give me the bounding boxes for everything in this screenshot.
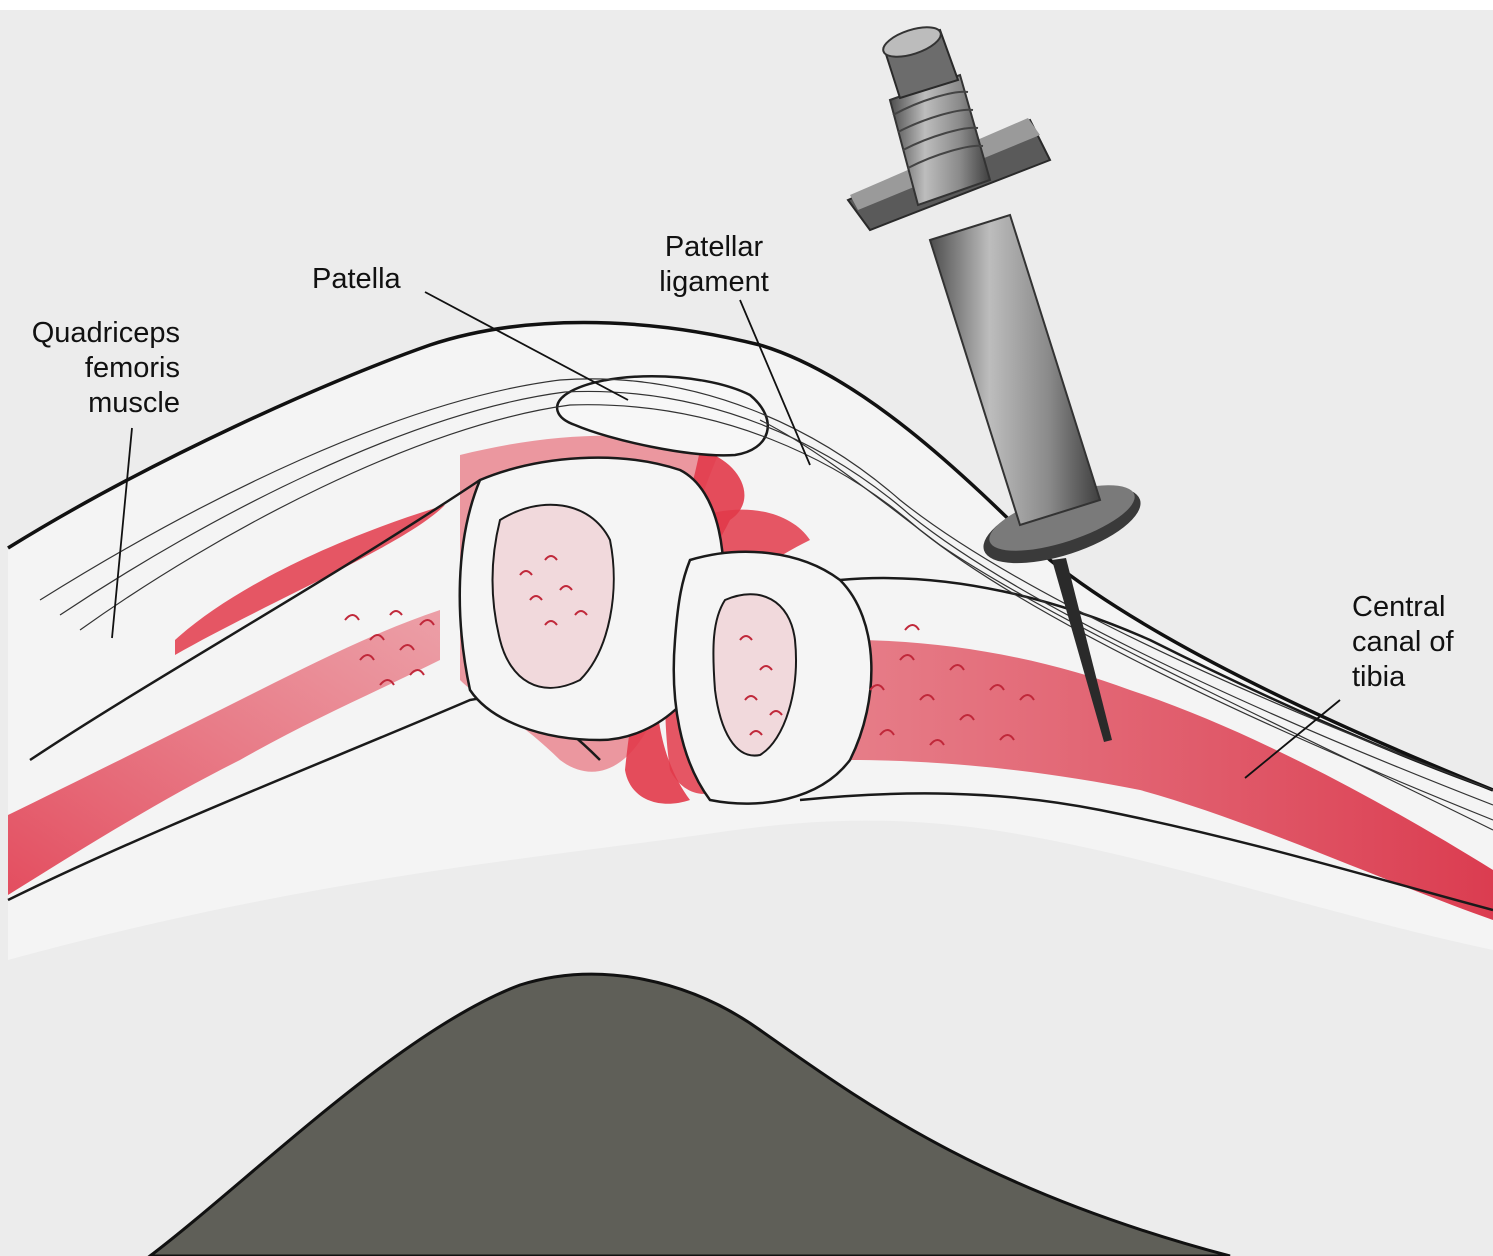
page-edge [0,0,1493,10]
label-quadriceps-line-2: femoris [18,351,180,386]
condyle-inner-marrow [493,505,614,688]
label-quadriceps-femoris-muscle: Quadriceps femoris muscle [18,316,180,421]
label-central-canal-line-3: tibia [1352,660,1454,695]
label-patella: Patella [312,262,401,297]
label-patella-text: Patella [312,262,401,297]
label-patellar-ligament-line-1: Patellar [652,230,776,265]
label-patellar-ligament-line-2: ligament [652,265,776,300]
label-central-canal-of-tibia: Central canal of tibia [1352,590,1454,695]
label-patellar-ligament: Patellar ligament [652,230,776,300]
label-quadriceps-line-1: Quadriceps [18,316,180,351]
label-quadriceps-line-3: muscle [18,386,180,421]
label-central-canal-line-2: canal of [1352,625,1454,660]
label-central-canal-line-1: Central [1352,590,1454,625]
